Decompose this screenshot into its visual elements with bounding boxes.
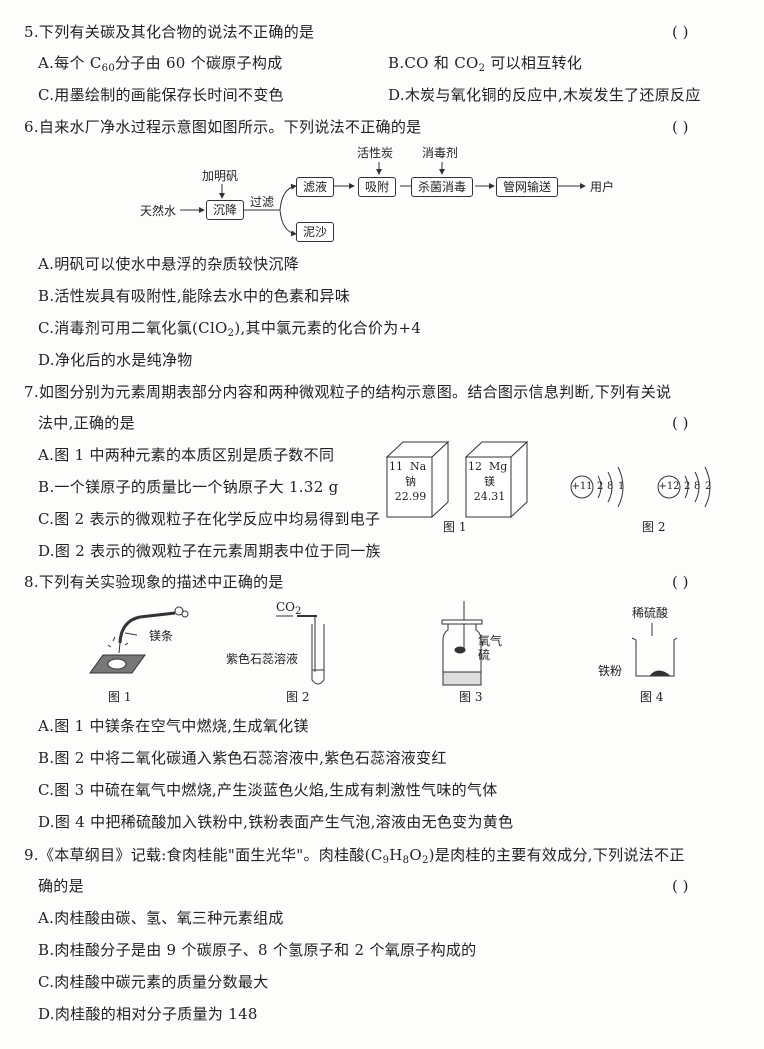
na-mass: 22.99 — [394, 490, 427, 503]
litmus-solution-label: 紫色石蕊溶液 — [226, 652, 299, 666]
na-shell-1: 2 — [597, 481, 604, 492]
q8-figure-3-caption: 图 3 — [459, 690, 483, 704]
q6-answer-blank: ( ) — [672, 118, 689, 136]
co2-label: CO2 — [276, 600, 302, 617]
q9-stem-line1: 9.《本草纲目》记载:食肉桂能"面生光华"。肉桂酸(C9H8O2)是肉桂的主要有… — [24, 846, 685, 866]
add-alum-label: 加明矾 — [202, 169, 239, 183]
mg-name: 镁 — [484, 475, 495, 488]
mg-mass: 24.31 — [473, 490, 506, 503]
q7-stem-line1: 7.如图分别为元素周期表部分内容和两种微观粒子的结构示意图。结合图示信息判断,下… — [24, 383, 672, 401]
na-name: 钠 — [405, 475, 416, 488]
atomic-structure-diagrams — [570, 466, 711, 508]
test-tube-apparatus — [276, 615, 325, 685]
na-nucleus: +11 — [571, 481, 593, 492]
q9-option-d: D.肉桂酸的相对分子质量为 148 — [38, 1005, 258, 1023]
magnesium-burning-apparatus — [89, 606, 189, 674]
natural-water-label: 天然水 — [140, 204, 177, 218]
q8-figure-1-caption: 图 1 — [108, 690, 132, 704]
q7-option-d: D.图 2 表示的微观粒子在元素周期表中位于同一族 — [38, 542, 381, 560]
disinfect-box: 杀菌消毒 — [411, 177, 474, 197]
q5-stem: 5.下列有关碳及其化合物的说法不正确的是 — [24, 23, 315, 41]
filtrate-box: 滤液 — [296, 177, 335, 197]
q9-option-c: C.肉桂酸中碳元素的质量分数最大 — [38, 973, 269, 991]
q8-option-b: B.图 2 中将二氧化碳通入紫色石蕊溶液中,紫色石蕊溶液变红 — [38, 749, 447, 767]
q7-figure-2-caption: 图 2 — [642, 520, 666, 534]
na-number-symbol: 11 Na — [389, 460, 427, 473]
settle-box: 沉降 — [206, 200, 245, 220]
adsorb-box: 吸附 — [358, 177, 397, 197]
mg-number-symbol: 12 Mg — [468, 460, 508, 473]
mg-shell-2: 8 — [694, 481, 701, 492]
gas-jar-apparatus — [441, 601, 483, 686]
q8-option-c: C.图 3 中硫在氧气中燃烧,产生淡蓝色火焰,生成有刺激性气味的气体 — [38, 781, 498, 799]
dilute-sulfuric-acid-label: 稀硫酸 — [632, 606, 669, 620]
q7-figure-1-caption: 图 1 — [443, 520, 467, 534]
na-shell-2: 8 — [607, 481, 614, 492]
q7-stem-line2: 法中,正确的是 — [38, 414, 135, 432]
magnesium-strip-label: 镁条 — [149, 629, 174, 643]
sulfur-label: 硫 — [478, 648, 491, 662]
disinfectant-label: 消毒剂 — [422, 146, 459, 160]
q5-option-a: A.每个 C60分子由 60 个碳原子构成 — [38, 54, 283, 74]
q5-option-c: C.用墨绘制的画能保存长时间不变色 — [38, 86, 284, 104]
q6-stem: 6.自来水厂净水过程示意图如图所示。下列说法不正确的是 — [24, 118, 422, 136]
mg-shell-3: 2 — [705, 481, 712, 492]
sediment-box: 泥沙 — [296, 222, 335, 242]
q7-option-a: A.图 1 中两种元素的本质区别是质子数不同 — [38, 446, 335, 464]
q8-stem: 8.下列有关实验现象的描述中正确的是 — [24, 573, 284, 591]
pipeline-box: 管网输送 — [496, 177, 559, 197]
user-label: 用户 — [590, 180, 615, 194]
q6-option-d: D.净化后的水是纯净物 — [38, 351, 193, 369]
q9-answer-blank: ( ) — [672, 877, 689, 895]
q7-option-b: B.一个镁原子的质量比一个钠原子大 1.32 g — [38, 478, 339, 496]
activated-carbon-label: 活性炭 — [357, 146, 394, 160]
q8-option-a: A.图 1 中镁条在空气中燃烧,生成氧化镁 — [38, 717, 309, 735]
q9-stem-line2: 确的是 — [38, 877, 84, 895]
q9-option-b: B.肉桂酸分子是由 9 个碳原子、8 个氢原子和 2 个氧原子构成的 — [38, 941, 477, 959]
q5-option-b: B.CO 和 CO2 可以相互转化 — [388, 54, 583, 74]
q7-option-c: C.图 2 表示的微观粒子在化学反应中均易得到电子 — [38, 510, 381, 528]
iron-powder-label: 铁粉 — [598, 664, 623, 678]
q6-option-b: B.活性炭具有吸附性,能除去水中的色素和异味 — [38, 287, 351, 305]
q8-answer-blank: ( ) — [672, 573, 689, 591]
oxygen-label: 氧气 — [478, 634, 503, 648]
filter-label: 过滤 — [250, 195, 275, 209]
mg-nucleus: +12 — [658, 481, 680, 492]
q5-answer-blank: ( ) — [672, 23, 689, 41]
beaker-apparatus — [631, 623, 678, 677]
q6-option-a: A.明矾可以使水中悬浮的杂质较快沉降 — [38, 255, 300, 273]
q8-option-d: D.图 4 中把稀硫酸加入铁粉中,铁粉表面产生气泡,溶液由无色变为黄色 — [38, 813, 514, 831]
element-cubes — [385, 440, 529, 519]
q8-figure-4-caption: 图 4 — [640, 690, 664, 704]
na-shell-3: 1 — [618, 481, 625, 492]
q8-figure-2-caption: 图 2 — [286, 690, 310, 704]
q6-option-c: C.消毒剂可用二氧化氯(ClO2),其中氯元素的化合价为+4 — [38, 319, 422, 339]
mg-shell-1: 2 — [684, 481, 691, 492]
q9-option-a: A.肉桂酸由碳、氢、氧三种元素组成 — [38, 909, 284, 927]
q7-answer-blank: ( ) — [672, 414, 689, 432]
flow-arrows — [180, 162, 586, 237]
q5-option-d: D.木炭与氧化铜的反应中,木炭发生了还原反应 — [388, 86, 701, 104]
